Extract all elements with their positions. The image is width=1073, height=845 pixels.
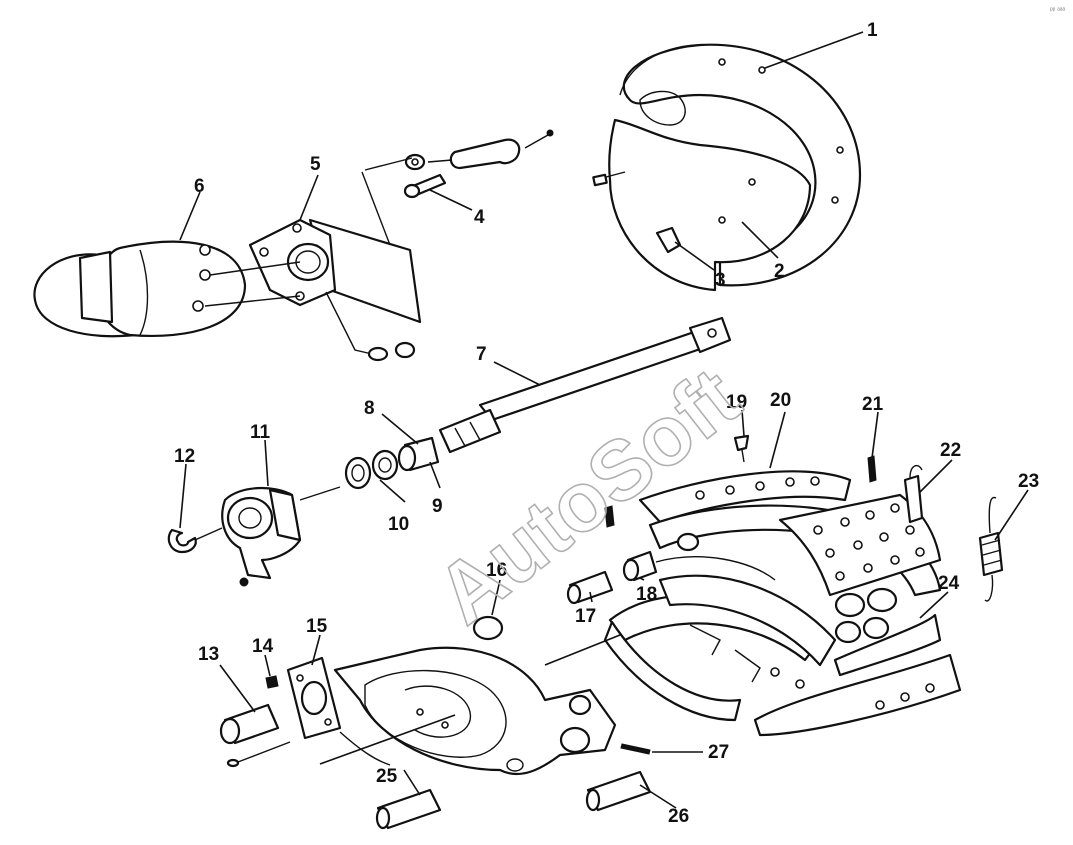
grease-fitting xyxy=(265,675,279,689)
callout-24: 24 xyxy=(938,573,960,594)
callout-19: 19 xyxy=(726,392,747,413)
snap-ring xyxy=(167,528,197,554)
callout-labels: 1 2 3 4 5 6 7 8 9 10 11 12 13 14 15 16 1… xyxy=(174,20,1039,827)
clevis-assembly xyxy=(403,129,554,199)
brake-chamber xyxy=(33,240,301,338)
camshaft-bushings xyxy=(344,436,440,490)
callout-12: 12 xyxy=(174,446,195,467)
camshaft xyxy=(438,316,732,454)
callout-7: 7 xyxy=(476,344,487,365)
brake-shoes xyxy=(603,434,1004,737)
callout-18: 18 xyxy=(636,584,657,605)
callout-17: 17 xyxy=(575,606,596,627)
brake-spider xyxy=(333,646,617,775)
callout-11: 11 xyxy=(250,422,271,443)
callout-26: 26 xyxy=(668,806,689,827)
seal-part xyxy=(472,615,504,641)
callout-21: 21 xyxy=(862,394,884,415)
callout-23: 23 xyxy=(1018,471,1039,492)
dust-shield xyxy=(592,43,862,292)
callout-20: 20 xyxy=(770,390,791,411)
callout-22: 22 xyxy=(940,440,961,461)
callout-27: 27 xyxy=(708,742,729,763)
callout-15: 15 xyxy=(306,616,328,637)
callout-9: 9 xyxy=(432,496,443,517)
callout-16: 16 xyxy=(486,560,507,581)
callout-10: 10 xyxy=(388,514,409,535)
callout-14: 14 xyxy=(252,636,274,657)
anchor-bushing xyxy=(219,703,291,768)
callout-1: 1 xyxy=(867,20,878,41)
bolt-part xyxy=(620,743,651,755)
callout-3: 3 xyxy=(715,270,726,291)
leader-lines xyxy=(179,31,1029,809)
callout-2: 2 xyxy=(774,261,785,282)
callout-4: 4 xyxy=(474,207,485,228)
corner-mark: ᵖᵖ ᵃᵃᵃ xyxy=(1050,7,1065,14)
camshaft-bracket xyxy=(286,656,342,740)
slack-adjuster xyxy=(221,486,341,587)
callout-25: 25 xyxy=(376,766,398,787)
rollers xyxy=(566,550,776,605)
anchor-pins xyxy=(375,770,652,830)
callout-13: 13 xyxy=(198,644,219,665)
chamber-bracket xyxy=(248,157,422,362)
callout-8: 8 xyxy=(364,398,375,419)
callout-5: 5 xyxy=(310,154,321,175)
callout-6: 6 xyxy=(194,176,205,197)
